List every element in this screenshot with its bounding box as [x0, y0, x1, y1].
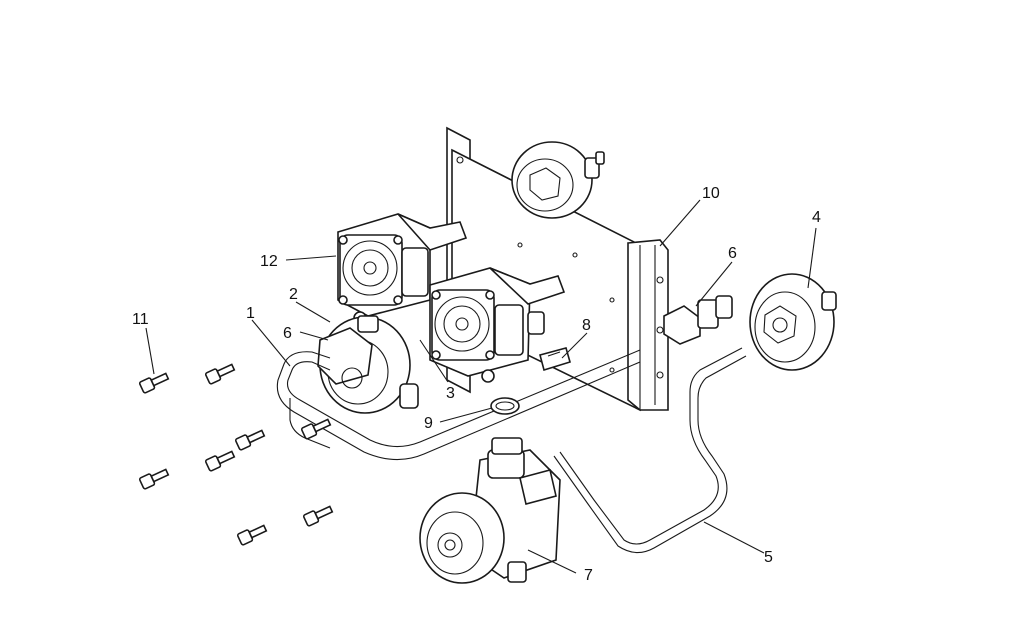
callout-5: 5 — [764, 549, 773, 566]
callout-6-left: 6 — [283, 325, 292, 342]
hose — [553, 347, 747, 554]
bracket-clip — [539, 347, 571, 372]
callout-8: 8 — [582, 317, 591, 334]
screw — [204, 363, 236, 385]
callout-2: 2 — [289, 286, 298, 303]
callout-3: 3 — [446, 385, 455, 402]
pump-head-4 — [749, 273, 837, 371]
screw — [204, 450, 236, 472]
callout-4: 4 — [812, 209, 821, 226]
pump-7 — [419, 437, 561, 584]
screws — [138, 363, 334, 546]
screw — [302, 505, 334, 527]
fitting-right — [663, 295, 733, 345]
screw — [234, 429, 266, 451]
front-pump-head — [317, 315, 419, 414]
pump-12 — [337, 213, 468, 325]
callout-10: 10 — [702, 185, 720, 202]
callout-6-right: 6 — [728, 245, 737, 262]
screw — [138, 468, 170, 490]
screw — [138, 372, 170, 394]
callout-12: 12 — [260, 253, 278, 270]
leader-lines — [145, 199, 817, 574]
callout-7: 7 — [584, 567, 593, 584]
pump-3 — [429, 267, 566, 383]
o-ring — [490, 397, 520, 415]
callout-11: 11 — [132, 311, 149, 328]
screw — [300, 418, 332, 440]
callout-9: 9 — [424, 415, 433, 432]
callout-labels: 1 2 3 4 5 6 6 7 8 9 10 11 12 — [132, 185, 821, 584]
rear-pump-head — [511, 141, 605, 219]
callout-1: 1 — [246, 305, 255, 322]
screw — [236, 524, 268, 546]
